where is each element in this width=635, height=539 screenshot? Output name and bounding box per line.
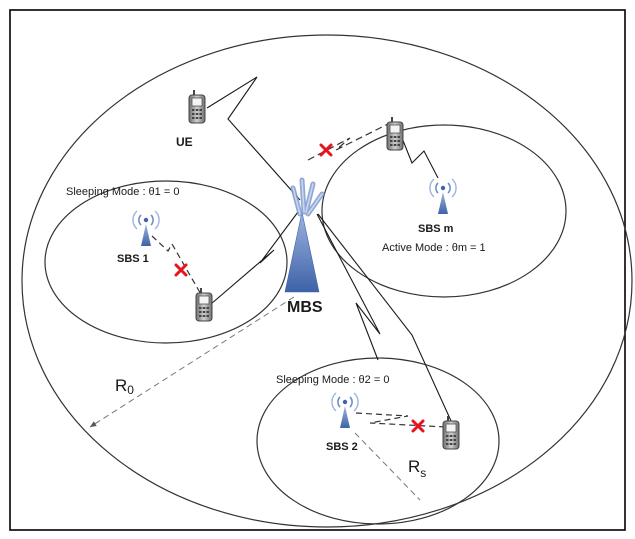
sleeping-mode-1-label: Sleeping Mode : θ1 = 0 bbox=[66, 186, 179, 198]
active-mode-m-label: Active Mode : θm = 1 bbox=[382, 242, 486, 254]
macro-radius-line bbox=[89, 296, 295, 428]
small-cell-radius-label: Rs bbox=[408, 457, 426, 480]
mbs-tower-icon bbox=[284, 177, 325, 293]
ue-label: UE bbox=[176, 135, 193, 149]
link-sbs1-to-ue-dashed bbox=[151, 235, 203, 297]
link-sbs2-to-ue-dashed bbox=[355, 412, 447, 428]
sbs1-label: SBS 1 bbox=[117, 253, 149, 265]
ue-phone-icon-sbs2 bbox=[442, 416, 460, 450]
link-mbs-to-sbs1-ue bbox=[210, 211, 299, 305]
link-ue-to-mbs bbox=[206, 76, 301, 201]
ue-phone-icon-top bbox=[188, 90, 206, 124]
sbsm-label: SBS m bbox=[418, 223, 454, 235]
small-cell-m-boundary bbox=[321, 124, 567, 298]
small-cell-2-boundary bbox=[256, 357, 500, 525]
sbs2-label: SBS 2 bbox=[326, 441, 358, 453]
link-mbs-to-sbs2-ue bbox=[317, 213, 453, 424]
macro-radius-label: R0 bbox=[115, 376, 134, 397]
mbs-label: MBS bbox=[287, 299, 323, 316]
blocked-cross-icon-mbs bbox=[319, 143, 333, 157]
link-sbsm-to-ue bbox=[397, 127, 439, 179]
ue-phone-icon-sbs1 bbox=[195, 288, 213, 322]
small-cell-1-boundary bbox=[44, 180, 288, 344]
blocked-cross-icon-sbs1 bbox=[174, 263, 188, 277]
macro-cell-boundary bbox=[21, 34, 633, 528]
ue-phone-icon-sbsm bbox=[386, 117, 404, 151]
small-cell-radius-line bbox=[354, 432, 421, 501]
blocked-cross-icon-sbs2 bbox=[411, 419, 425, 433]
link-mbs-to-sbs2 bbox=[316, 213, 381, 361]
diagram-frame bbox=[9, 9, 626, 531]
sleeping-mode-2-label: Sleeping Mode : θ2 = 0 bbox=[276, 374, 389, 386]
